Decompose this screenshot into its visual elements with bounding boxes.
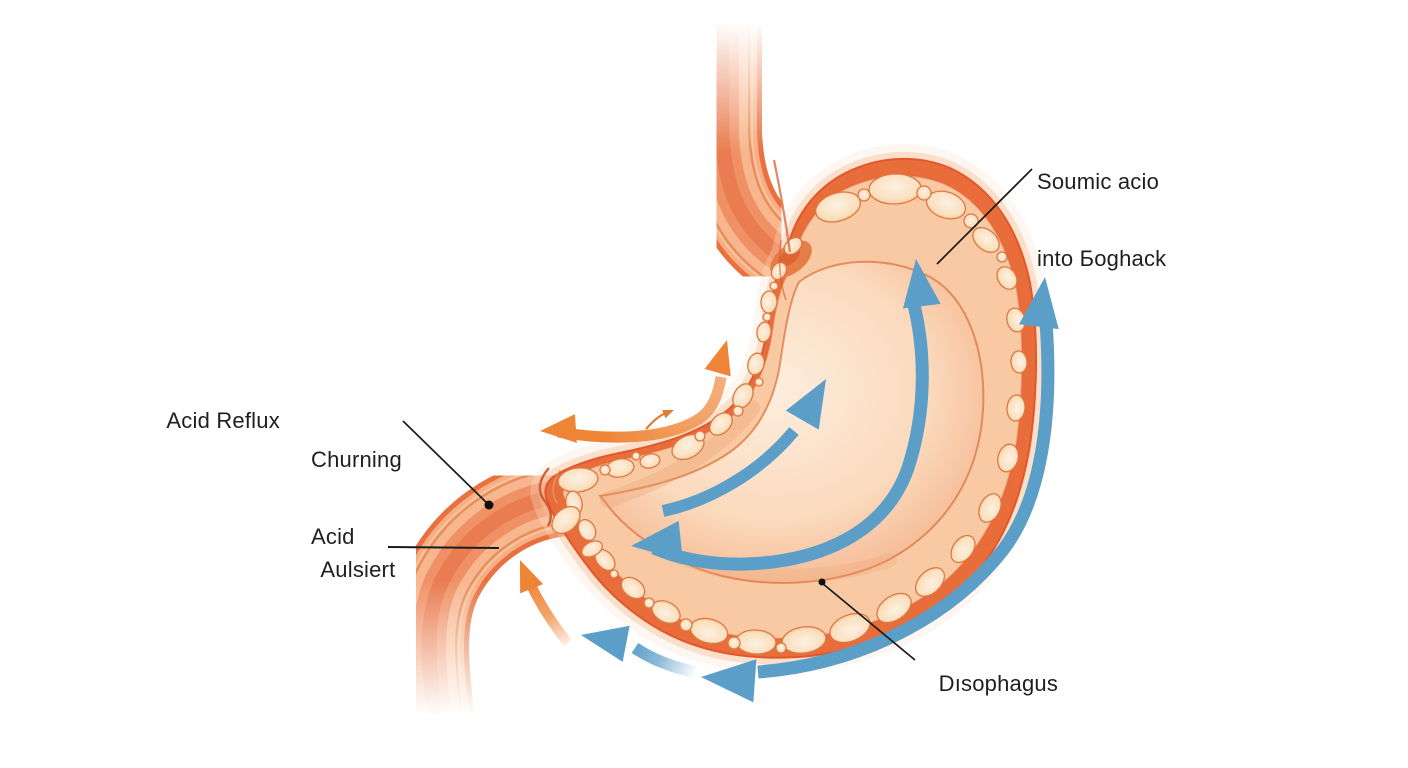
leader-line-disophagus — [821, 582, 916, 661]
inner-upflow-arrow — [661, 369, 843, 517]
inner-churn-arrow — [628, 256, 941, 571]
esophagus-lower-tube — [389, 457, 597, 752]
reflux-chevron — [645, 405, 676, 430]
label-churning-line1: Churning — [311, 447, 402, 473]
leader-dot-churning — [484, 500, 494, 510]
label-disophagus-text: Dısophagus — [938, 670, 1059, 696]
label-aulsiert: Aulsiert — [309, 531, 395, 582]
label-acid-reflux-text: Acid Reflux — [166, 407, 280, 433]
label-disophagus: Dısophagus — [926, 645, 1058, 696]
leader-dot-disophagus — [818, 578, 826, 586]
label-soumic-line1: Soumic acio — [1037, 169, 1160, 195]
label-churning-line2: Acid — [311, 523, 355, 549]
leader-line-aulsiert — [387, 546, 500, 549]
sphincter-folds — [538, 159, 792, 527]
label-soumic-line2: into Бoghack — [1037, 245, 1167, 271]
leader-line-churning — [402, 420, 490, 506]
reflux-sweep-arrow — [538, 336, 741, 446]
label-churning-acid: Churning Acid — [311, 396, 402, 575]
outer-circulation-arrow — [699, 274, 1065, 703]
muscle-cell-layer — [551, 173, 1028, 655]
label-aulsiert-text: Aulsiert — [320, 556, 396, 582]
esophagus-upper-tube — [682, 0, 816, 292]
leader-lines — [387, 168, 1033, 661]
label-soumic: Soumic acio into Бoghack — [1037, 118, 1166, 297]
backflow-arrow — [577, 616, 697, 678]
leader-line-soumic — [936, 168, 1033, 265]
reflux-up-tube-arrow — [508, 555, 572, 647]
label-acid-reflux: Acid Reflux — [155, 382, 280, 433]
